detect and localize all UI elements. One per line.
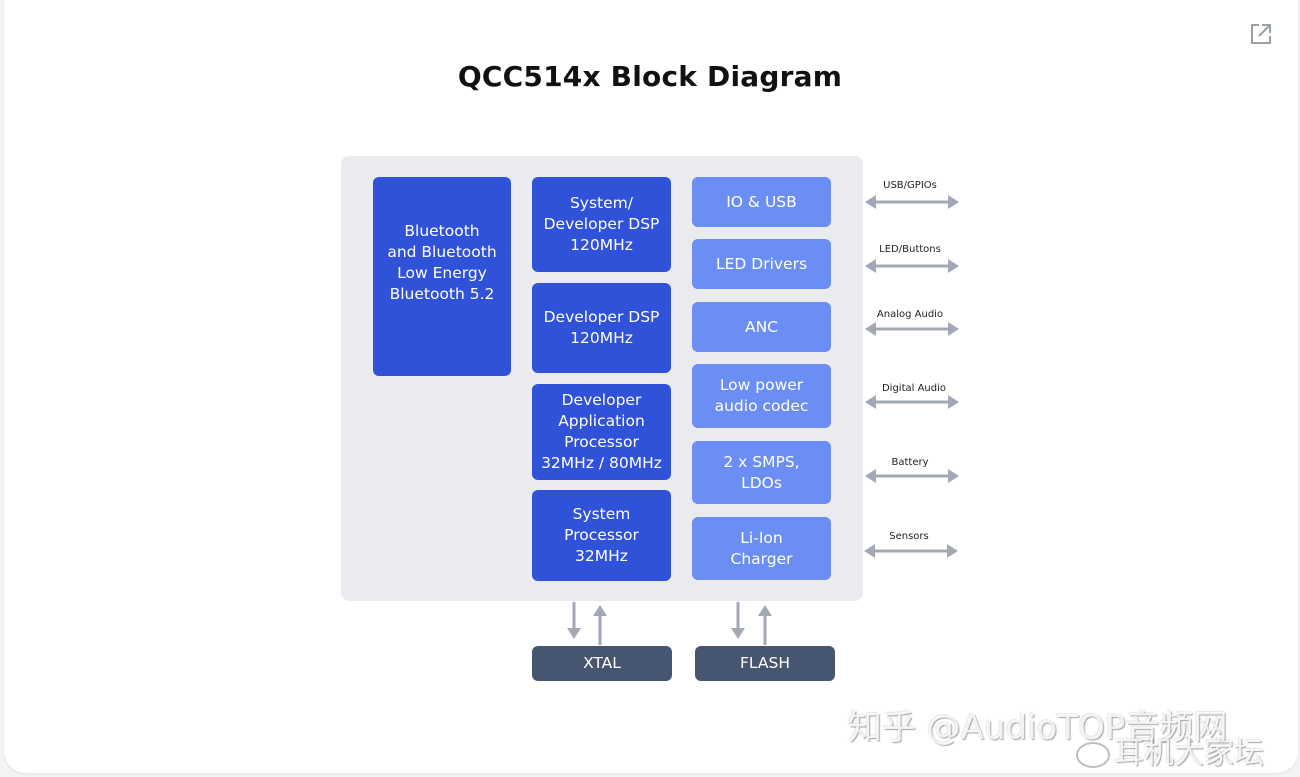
developer-dsp-block: Developer DSP 120MHz	[532, 283, 671, 373]
interface-label: Sensors	[889, 531, 929, 542]
interface-label: LED/Buttons	[879, 244, 941, 255]
interface-label: Digital Audio	[881, 383, 947, 394]
io-usb-block: IO & USB	[692, 177, 831, 227]
bidirectional-arrow-sensors	[864, 544, 958, 558]
xtal-down-arrow	[567, 602, 581, 639]
bidirectional-arrow-led	[865, 259, 959, 273]
charger-block: Li-Ion Charger	[692, 517, 831, 580]
bidirectional-arrow-digital-audio	[865, 395, 959, 409]
system-dsp-block: System/ Developer DSP 120MHz	[532, 177, 671, 272]
app-processor-block: Developer Application Processor 32MHz / …	[532, 384, 671, 480]
expand-icon[interactable]	[1249, 22, 1273, 46]
interface-label: Battery	[891, 457, 929, 468]
smps-block: 2 x SMPS, LDOs	[692, 441, 831, 504]
bluetooth-block: Bluetooth and Bluetooth Low Energy Bluet…	[373, 177, 511, 376]
anc-block: ANC	[692, 302, 831, 352]
weibo-icon	[1076, 741, 1110, 768]
watermark-forum: 耳机大家坛	[1076, 728, 1264, 772]
bidirectional-arrow-usb	[865, 195, 959, 209]
system-processor-block: System Processor 32MHz	[532, 490, 671, 581]
audio-codec-block: Low power audio codec	[692, 364, 831, 428]
led-drivers-block: LED Drivers	[692, 239, 831, 289]
xtal-up-arrow	[593, 605, 607, 645]
diagram-title: QCC514x Block Diagram	[457, 60, 843, 93]
bidirectional-arrow-battery	[865, 469, 959, 483]
xtal-block: XTAL	[532, 646, 672, 681]
interface-label: Analog Audio	[876, 309, 944, 320]
interface-label: USB/GPIOs	[883, 180, 937, 191]
watermark-zhihu: 知乎 @AudioTOP音频网	[848, 708, 1228, 748]
bidirectional-arrow-analog-audio	[865, 322, 959, 336]
flash-down-arrow	[731, 602, 745, 639]
flash-up-arrow	[758, 605, 772, 645]
watermark-forum-text: 耳机大家坛	[1114, 736, 1264, 771]
flash-block: FLASH	[695, 646, 835, 681]
